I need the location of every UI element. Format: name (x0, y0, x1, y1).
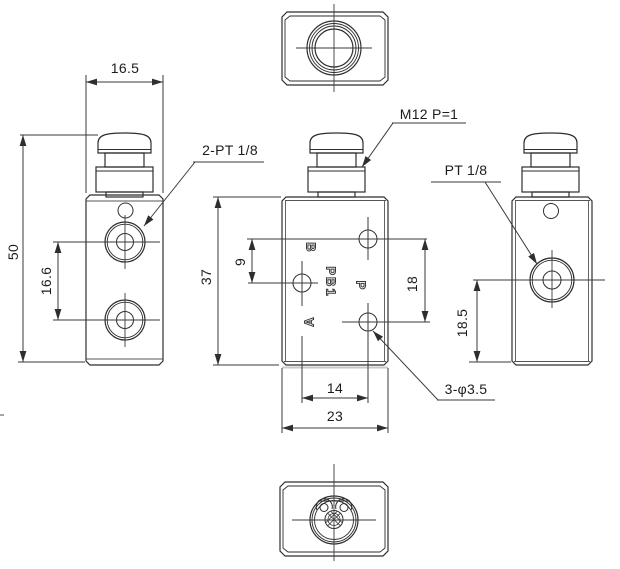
dim-body-width: 23 (326, 408, 344, 424)
engraving-port-p: P (353, 280, 369, 290)
dim-port-height: 18.5 (454, 308, 470, 338)
body (85, 194, 164, 366)
port-centerlines (473, 250, 605, 308)
body (281, 196, 389, 366)
dim-hole-offset: 9 (232, 257, 248, 267)
engraving-port-b: B (303, 242, 319, 252)
button-neck (530, 152, 571, 168)
side-view-right (473, 132, 605, 366)
engraving-port-a: A (301, 317, 317, 327)
dim-top-width: 16.5 (110, 60, 140, 76)
engraving-model: PB1 (323, 266, 339, 298)
label-port-spec: PT 1/8 (444, 162, 488, 178)
button-cap (523, 132, 578, 154)
button-base (531, 191, 570, 198)
side-view-left (53, 132, 164, 366)
button-cap (309, 132, 364, 154)
bottom-view (279, 464, 389, 561)
button-neck (316, 152, 357, 168)
vent-hole (117, 202, 134, 219)
button-neck (104, 152, 145, 168)
top-view-centerlines (296, 4, 372, 92)
bottom-view-centerlines (292, 464, 376, 561)
dim-port-spacing-side: 16.6 (38, 266, 54, 296)
dim-overall-height: 50 (5, 243, 21, 261)
front-view (281, 132, 389, 369)
dim-hole-spacing-vertical: 18 (404, 275, 420, 293)
body (511, 196, 593, 366)
button-cap (97, 132, 152, 154)
label-pilot-ports: 2-PT 1/8 (202, 142, 258, 158)
button-base (317, 191, 356, 198)
dim-body-height: 37 (198, 268, 214, 286)
label-thread-spec: M12 P=1 (399, 106, 459, 122)
label-mounting-holes: 3-φ3.5 (444, 381, 488, 397)
top-view (281, 4, 389, 92)
port-centerlines (53, 215, 160, 347)
dimension-lines (18, 75, 511, 433)
dim-hole-spacing-horizontal: 14 (326, 380, 344, 396)
vent-hole (543, 203, 559, 219)
leader-lines (143, 122, 538, 401)
